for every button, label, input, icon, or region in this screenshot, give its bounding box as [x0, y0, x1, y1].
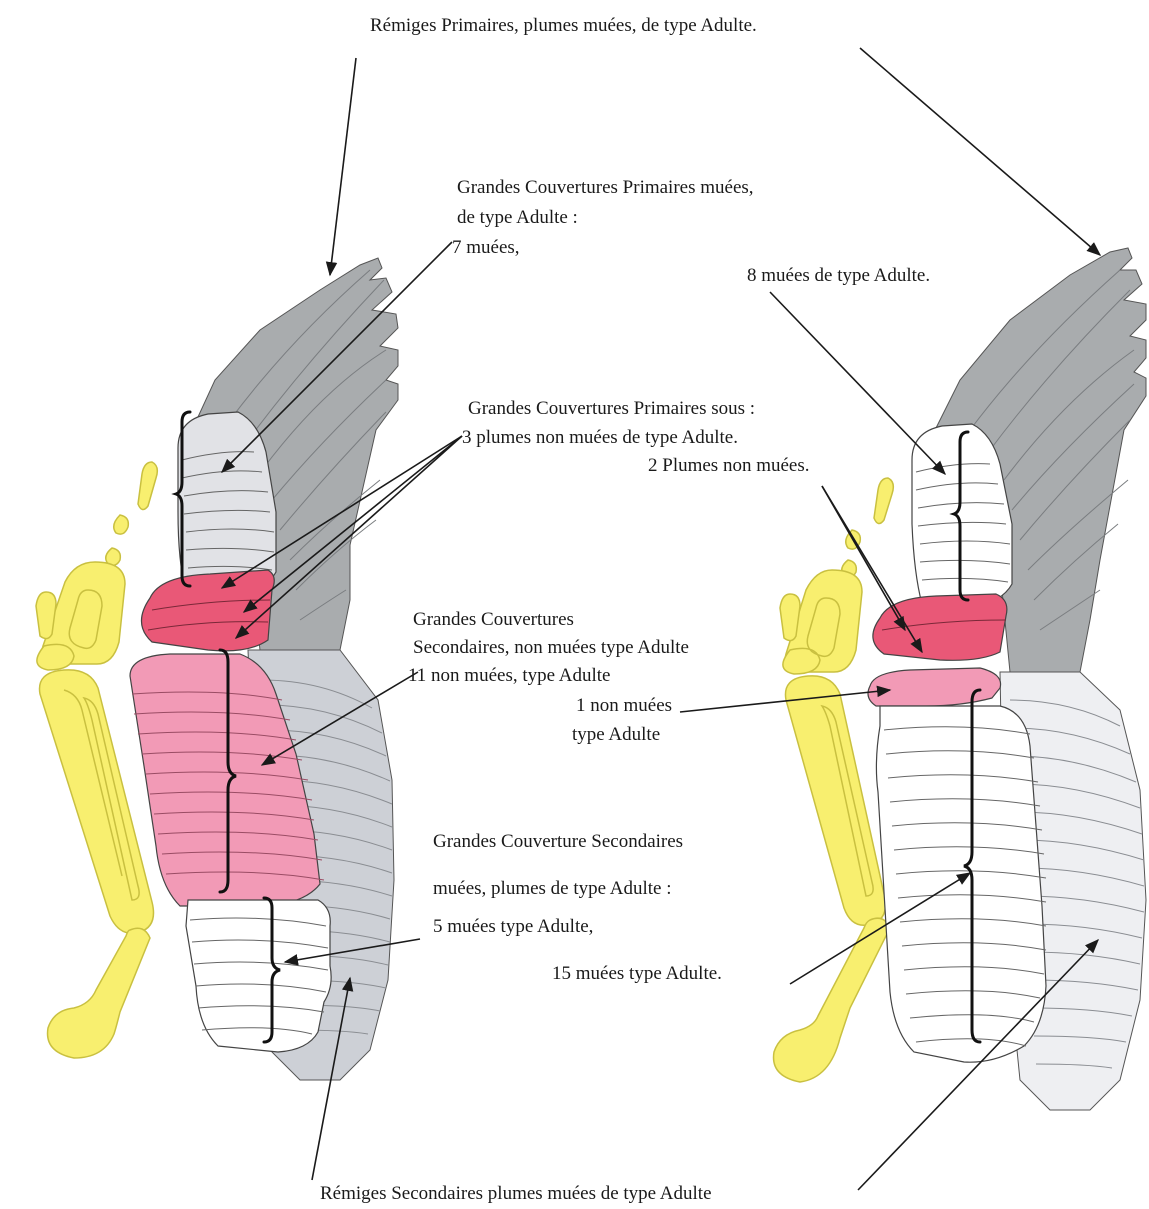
label-right-2-non-muees: 2 Plumes non muées. — [648, 452, 810, 480]
label-remiges-primaires: Rémiges Primaires, plumes muées, de type… — [370, 12, 757, 40]
left-primary-coverts-unmoulted — [141, 570, 274, 651]
label-remiges-secondaires: Rémiges Secondaires plumes muées de type… — [320, 1180, 712, 1208]
label-gcp-mues-line1: Grandes Couvertures Primaires muées, — [457, 174, 754, 202]
right-wing-bones — [774, 478, 894, 1082]
label-gcs-mues-line3: 5 muées type Adulte, — [433, 913, 593, 941]
label-right-15-muees: 15 muées type Adulte. — [552, 960, 722, 988]
label-gcp-sous-line1: Grandes Couvertures Primaires sous : — [468, 395, 755, 423]
label-gcs-non-line2: Secondaires, non muées type Adulte — [413, 634, 689, 662]
label-gcs-mues-line2: muées, plumes de type Adulte : — [433, 875, 672, 903]
label-right-1-non-line2: type Adulte — [572, 721, 660, 749]
label-right-1-non-line1: 1 non muées — [576, 692, 672, 720]
arrow-remiges-primaires-left — [330, 58, 356, 275]
left-wing-bones — [36, 462, 157, 1058]
label-right-8-muees: 8 muées de type Adulte. — [747, 262, 930, 290]
arrow-8-muees — [770, 292, 945, 474]
label-gcs-non-line1: Grandes Couvertures — [413, 606, 574, 634]
label-gcp-mues-line3: 7 muées, — [452, 234, 520, 262]
label-gcp-mues-line2: de type Adulte : — [457, 204, 578, 232]
label-gcp-sous-line2: 3 plumes non muées de type Adulte. — [462, 424, 738, 452]
right-secondary-covert-unmoulted — [868, 668, 1001, 706]
left-wing — [36, 258, 398, 1080]
label-gcs-mues-line1: Grandes Couverture Secondaires — [433, 828, 683, 856]
right-wing — [774, 248, 1146, 1110]
arrow-remiges-primaires-right — [860, 48, 1100, 255]
right-secondary-coverts-moulted — [876, 706, 1046, 1062]
label-gcs-non-line3: 11 non muées, type Adulte — [408, 662, 610, 690]
